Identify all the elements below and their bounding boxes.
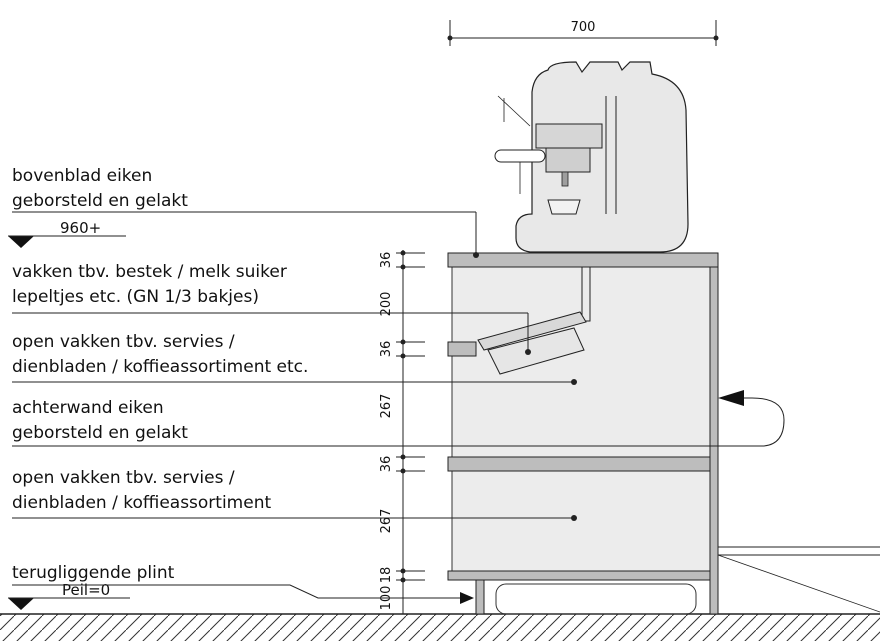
- label-back-wall-1: achterwand eiken: [12, 398, 164, 418]
- dim-open-2: 267: [379, 509, 394, 534]
- dim-bottom: 18: [379, 567, 394, 584]
- label-open-2-1: open vakken tbv. servies /: [12, 468, 235, 488]
- annotation-plinth: terugliggende plint: [12, 563, 474, 604]
- annotation-open-2: open vakken tbv. servies / dienbladen / …: [12, 468, 577, 521]
- drawer-tray: [477, 311, 587, 351]
- floor-hatch: [0, 613, 880, 641]
- gn-container: [487, 327, 585, 375]
- label-drawer-1: vakken tbv. bestek / melk suiker: [12, 262, 287, 282]
- bottom-board: [447, 570, 711, 581]
- label-drawer-2: lepeltjes etc. (GN 1/3 bakjes): [12, 287, 259, 307]
- shelf-2: [447, 456, 711, 472]
- dimension-width-text: 700: [571, 20, 596, 35]
- annotation-back-wall: achterwand eiken geborsteld en gelakt: [12, 390, 785, 447]
- annotation-drawer: vakken tbv. bestek / melk suiker lepeltj…: [12, 262, 531, 355]
- plinth: [475, 579, 485, 615]
- top-board: [447, 252, 719, 268]
- dim-upper-drawer: 200: [379, 292, 394, 317]
- drawer-divider: [581, 266, 591, 322]
- label-open-2-2: dienbladen / koffieassortiment: [12, 493, 271, 513]
- cabinet-back-wall: [709, 257, 719, 615]
- dim-shelf-2: 36: [379, 456, 394, 473]
- level-top: 960+: [8, 219, 126, 248]
- shelf-1: [447, 341, 477, 357]
- coffee-machine: [494, 61, 689, 253]
- dim-shelf-1: 36: [379, 341, 394, 358]
- dimension-chain: 36 200 36 267 36 267 18 100: [379, 250, 425, 614]
- dim-open-1: 267: [379, 394, 394, 419]
- floor-recess: [495, 583, 697, 615]
- level-top-text: 960+: [60, 219, 101, 237]
- label-back-wall-2: geborsteld en gelakt: [12, 423, 188, 443]
- label-top-board-2: geborsteld en gelakt: [12, 191, 188, 211]
- label-plinth-1: terugliggende plint: [12, 563, 175, 583]
- label-top-board-1: bovenblad eiken: [12, 166, 152, 186]
- cabinet: [447, 252, 880, 615]
- label-open-1-2: dienbladen / koffieassortiment etc.: [12, 357, 308, 377]
- dimension-width: 700: [447, 20, 719, 46]
- dim-top-board: 36: [379, 252, 394, 269]
- annotation-top-board: bovenblad eiken geborsteld en gelakt: [12, 166, 479, 258]
- label-open-1-1: open vakken tbv. servies /: [12, 332, 235, 352]
- level-floor-text: Peil=0: [62, 581, 110, 599]
- annotation-open-1: open vakken tbv. servies / dienbladen / …: [12, 332, 577, 385]
